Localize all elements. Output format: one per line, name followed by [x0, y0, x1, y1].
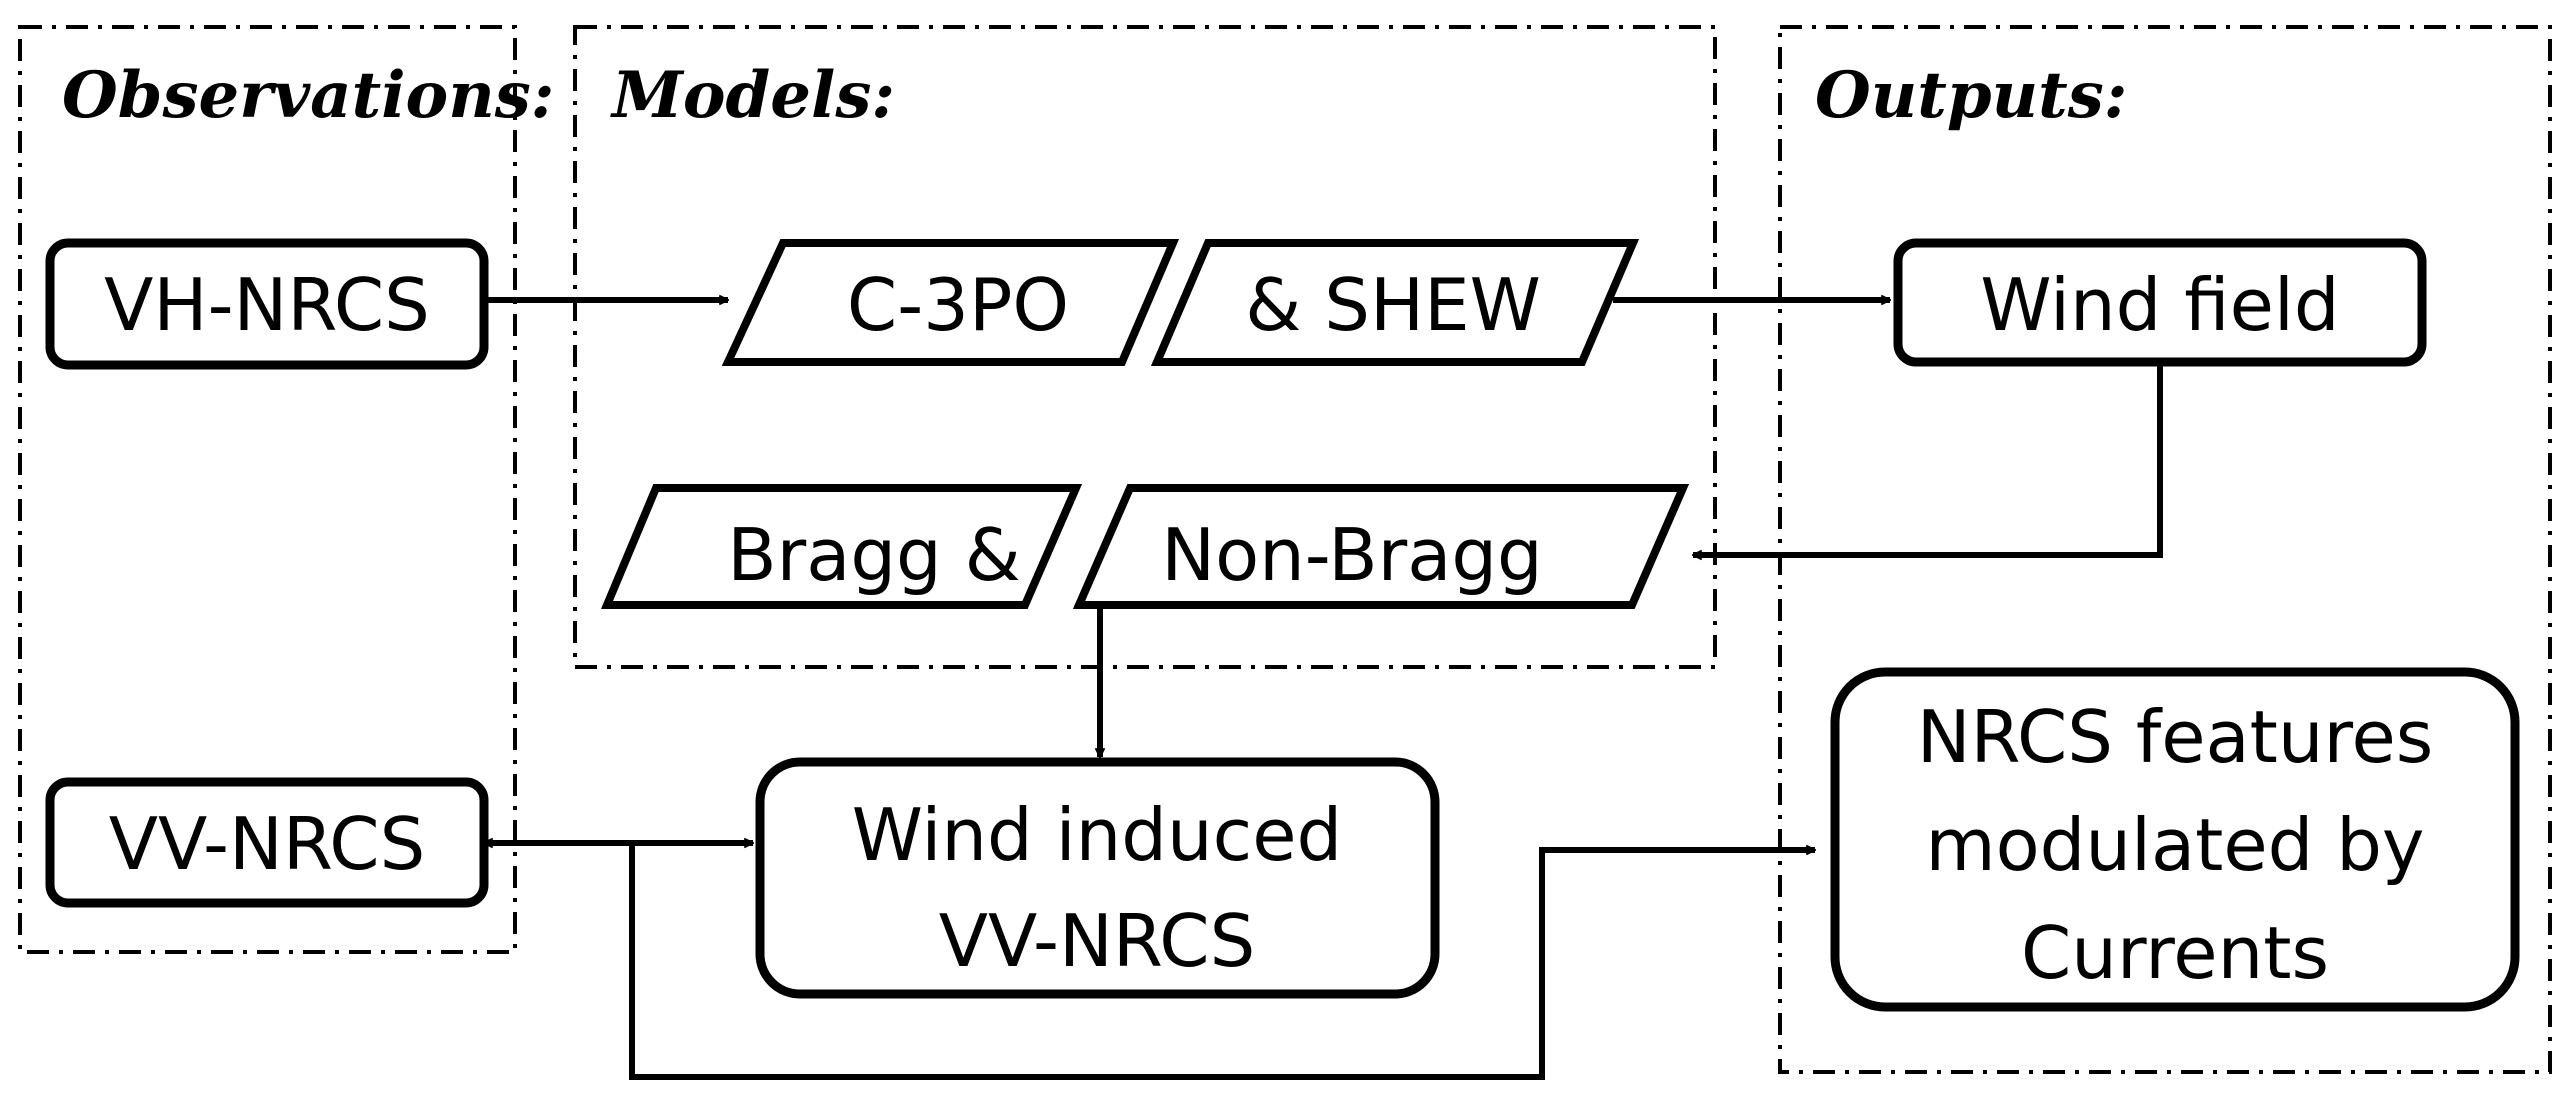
nrcs-features-line1: NRCS features [1917, 695, 2434, 779]
shew-label: & SHEW [1245, 263, 1541, 347]
outputs-title: Outputs: [1815, 58, 2127, 133]
models-frame [573, 25, 1717, 669]
edge-loop-to-features [629, 843, 1815, 1080]
observations-frame [18, 25, 517, 954]
non-bragg-model-shape [1072, 484, 1690, 609]
vv-nrcs-label: VV-NRCS [109, 802, 426, 886]
wind-induced-vv-nrcs-box [755, 757, 1440, 999]
nrcs-features-line2: modulated by [1925, 803, 2424, 887]
vv-nrcs-box [45, 777, 489, 908]
nrcs-features-box [1830, 667, 2520, 1012]
bragg-label: Bragg & [727, 513, 1021, 597]
wind-induced-line2: VV-NRCS [939, 899, 1256, 983]
wind-field-label: Wind field [1980, 263, 2339, 347]
bragg-model-shape [600, 484, 1083, 609]
vh-nrcs-box [45, 238, 489, 370]
observations-title: Observations: [62, 58, 554, 133]
shew-model-shape [1150, 239, 1640, 366]
wind-field-box [1893, 238, 2427, 367]
models-title: Models: [610, 58, 895, 133]
outputs-frame [1778, 25, 2552, 1074]
nrcs-features-line3: Currents [2021, 911, 2329, 995]
vh-nrcs-label: VH-NRCS [104, 263, 430, 347]
c3po-label: C-3PO [847, 263, 1069, 347]
edge-wind-field-to-bragg [1693, 362, 2163, 555]
c3po-model-shape [721, 239, 1180, 366]
wind-induced-line1: Wind induced [852, 793, 1342, 877]
non-bragg-label: Non-Bragg [1161, 513, 1542, 597]
